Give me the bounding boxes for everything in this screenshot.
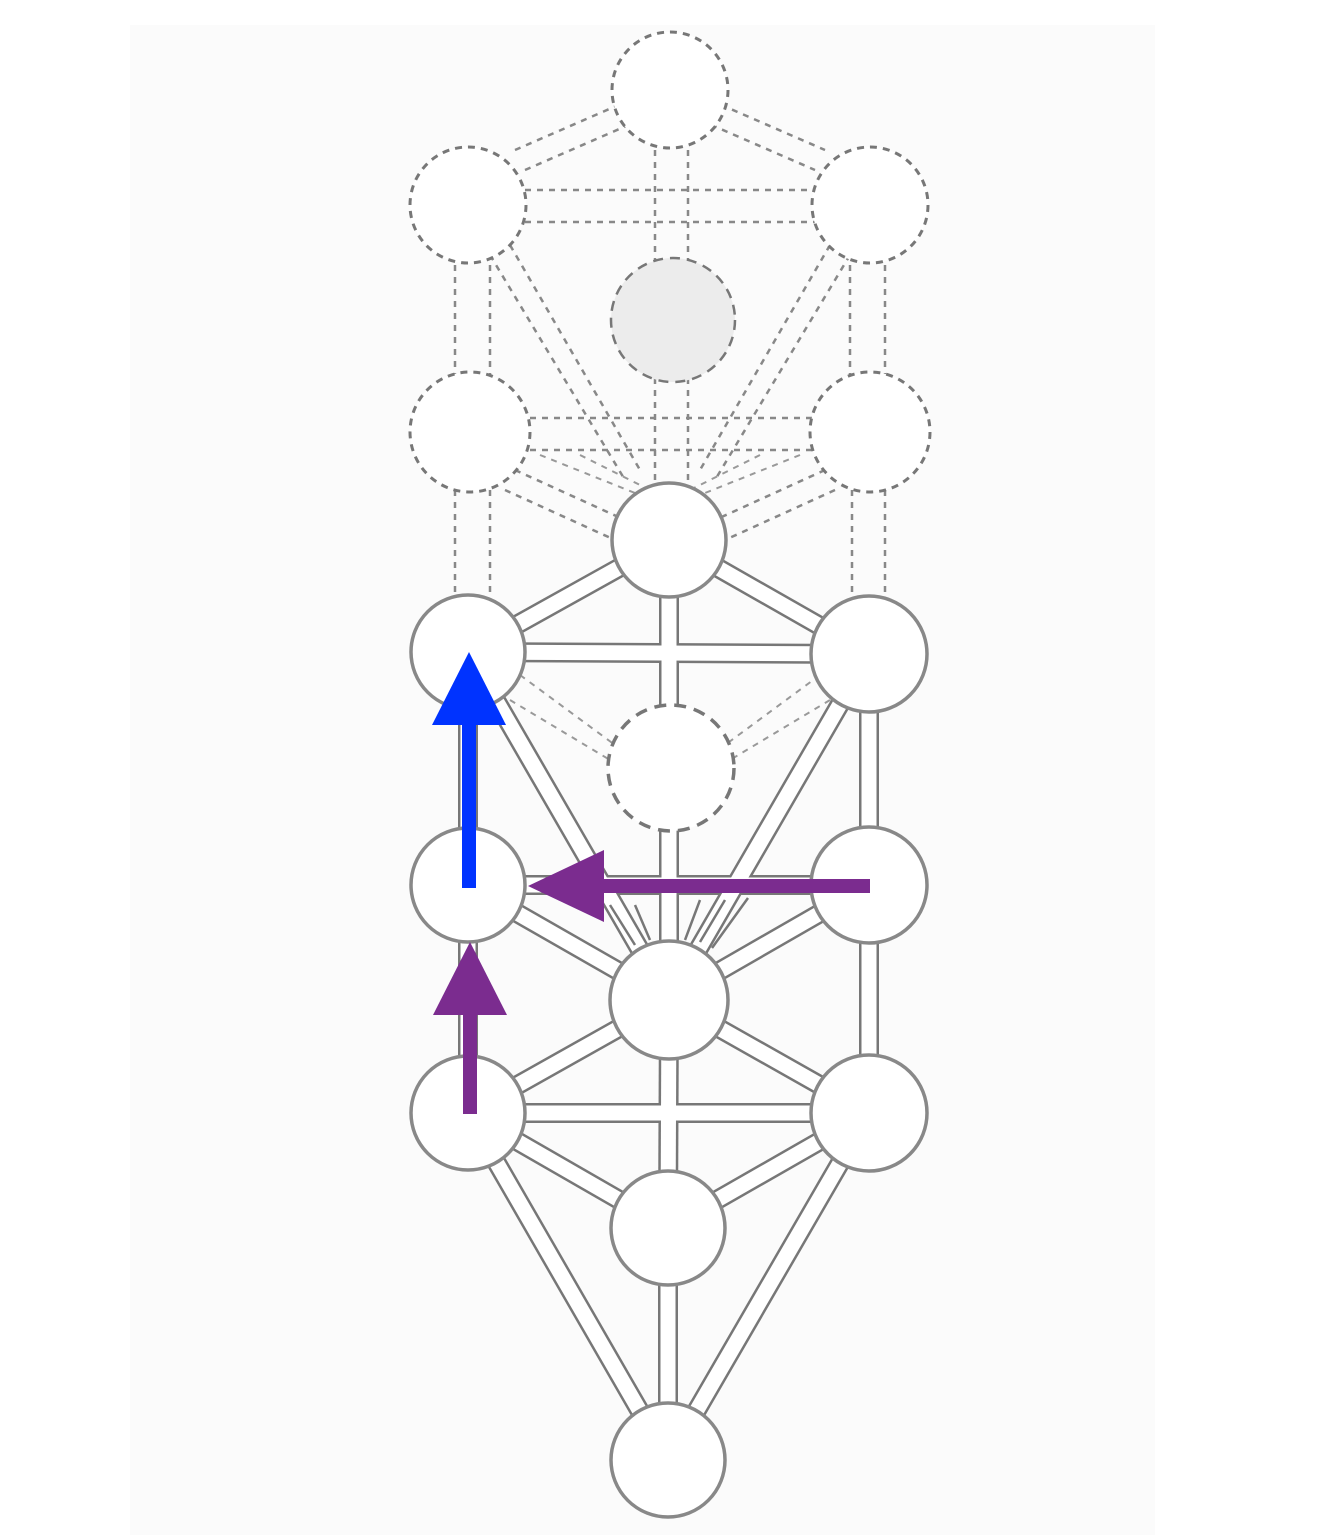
arrow-up-blue [432, 652, 506, 888]
upper-path [724, 488, 836, 542]
lower-node-right-1 [809, 594, 929, 714]
upper-path [508, 244, 642, 471]
arrow-shaft [462, 720, 476, 888]
upper-node-crown [610, 30, 730, 150]
lower-node-ghost [606, 703, 736, 833]
lower-node-center [608, 939, 730, 1061]
arrow-head [433, 942, 507, 1015]
lower-node-bottom [609, 1401, 727, 1519]
lower-node-top [610, 481, 728, 599]
upper-path [579, 454, 651, 491]
upper-path [698, 244, 832, 471]
arrow-shaft [600, 879, 870, 893]
upper-dashed-nodes [408, 30, 932, 494]
upper-path [709, 98, 826, 152]
upper-path [514, 98, 631, 152]
upper-path [699, 118, 816, 172]
upper-path [504, 488, 616, 542]
arrow-up-purple [433, 942, 507, 1114]
lower-thin-ray [633, 904, 652, 941]
lower-thin-rays [608, 897, 750, 949]
lower-path-channel [661, 1109, 876, 1464]
arrow-left-purple [528, 850, 870, 922]
lower-path-channel [467, 644, 870, 662]
upper-path [539, 454, 641, 496]
lower-dashed-path [519, 674, 616, 746]
lower-dashed-path [729, 699, 831, 761]
upper-path [514, 468, 626, 522]
upper-node-left-1 [408, 145, 528, 265]
lower-thin-ray [698, 899, 727, 943]
arrow-head [432, 652, 506, 725]
lower-dashed-path [509, 699, 611, 761]
lower-node-right-3 [809, 1053, 929, 1173]
lower-thin-ray [608, 904, 637, 946]
upper-path [699, 454, 801, 496]
upper-path [524, 118, 641, 172]
upper-node-left-2 [408, 370, 532, 494]
lower-thin-ray [683, 899, 702, 941]
upper-path [714, 468, 826, 522]
upper-path [713, 254, 852, 481]
lower-path-channel [461, 648, 676, 1004]
upper-dashed-paths [453, 98, 887, 761]
lower-path-channel [461, 1109, 675, 1464]
lower-dashed-path [724, 674, 821, 746]
upper-node-right-1 [810, 145, 930, 265]
upper-path [689, 454, 761, 491]
lower-node-lower-center [609, 1169, 727, 1287]
upper-node-hidden [609, 256, 737, 384]
arrow-shaft [463, 1010, 477, 1114]
arrows-layer [432, 652, 870, 1114]
lower-thin-ray [710, 897, 750, 949]
upper-node-right-2 [808, 370, 932, 494]
upper-path [488, 254, 627, 481]
arrow-head [528, 850, 604, 922]
lower-path-channel [662, 650, 876, 1004]
